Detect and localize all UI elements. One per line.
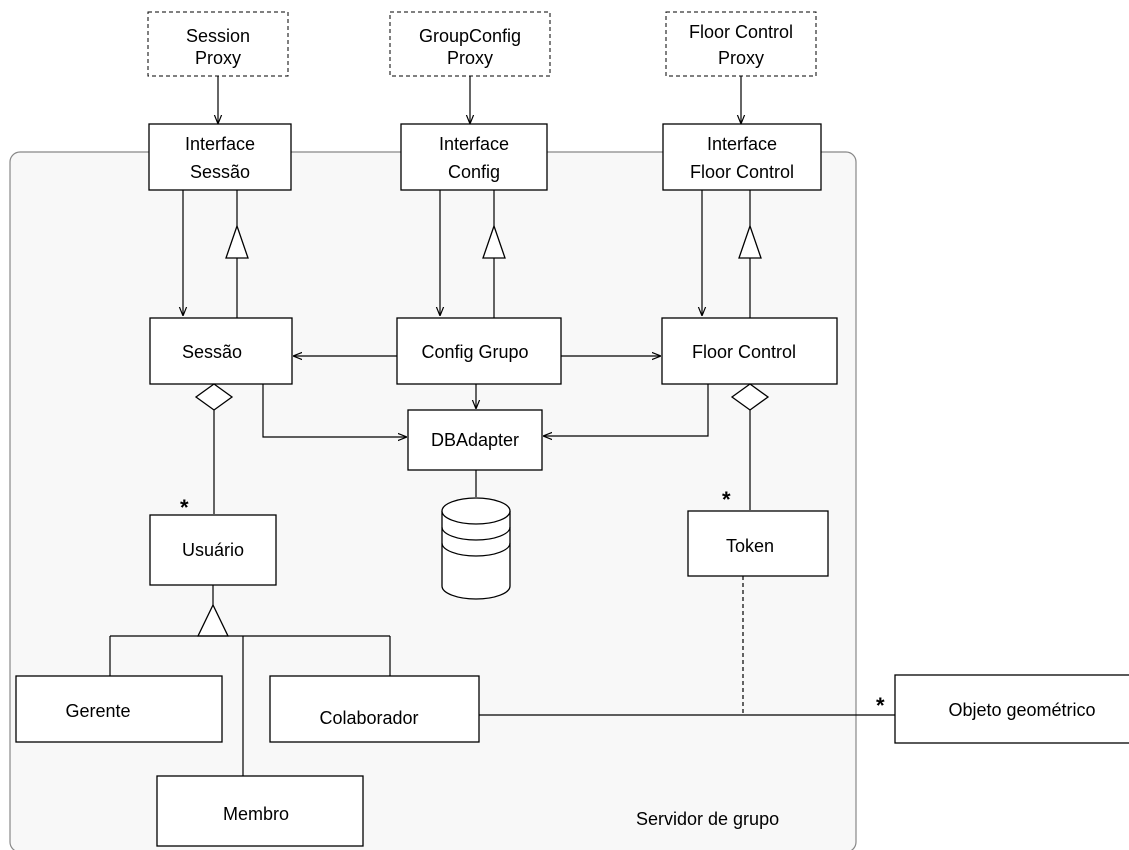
objeto-multiplicity: *	[876, 693, 885, 718]
class-token: Token	[687, 510, 829, 577]
session-proxy-line1: Session	[186, 26, 250, 46]
sessao-interface-links	[183, 190, 249, 318]
class-objeto-geometrico-label: Objeto geométrico	[948, 700, 1095, 720]
class-gerente-label: Gerente	[65, 701, 130, 721]
class-token-label: Token	[726, 536, 774, 556]
class-floor-control-label: Floor Control	[692, 342, 796, 362]
class-objeto-geometrico: Objeto geométrico	[894, 674, 1129, 744]
interface-floorcontrol-line2: Floor Control	[690, 162, 794, 182]
floorcontrol-interface-links	[702, 190, 762, 318]
floorcontrol-proxy: Floor Control Proxy	[665, 11, 817, 77]
class-usuario-label: Usuário	[182, 540, 244, 560]
usuario-multiplicity: *	[180, 495, 189, 520]
interface-config-line2: Config	[448, 162, 500, 182]
interface-floorcontrol: Interface Floor Control	[662, 123, 822, 191]
config-interface-links	[440, 190, 506, 318]
database-icon	[441, 470, 511, 600]
class-dbadapter-label: DBAdapter	[431, 430, 519, 450]
interface-config-line1: Interface	[439, 134, 509, 154]
groupconfig-proxy-line1: GroupConfig	[419, 26, 521, 46]
class-config-grupo-label: Config Grupo	[421, 342, 528, 362]
floorcontrol-to-dbadapter-arrow	[544, 384, 709, 436]
groupconfig-proxy: GroupConfig Proxy	[389, 11, 551, 77]
floorcontrol-proxy-line1: Floor Control	[689, 22, 793, 42]
session-proxy: Session Proxy	[147, 11, 289, 77]
usuario-generalization	[109, 585, 391, 776]
class-sessao-label: Sessão	[182, 342, 242, 362]
interface-floorcontrol-line1: Interface	[707, 134, 777, 154]
sessao-usuario-aggregation	[194, 383, 234, 514]
class-colaborador: Colaborador	[269, 675, 480, 743]
class-sessao: Sessão	[149, 317, 293, 385]
class-config-grupo: Config Grupo	[396, 317, 562, 385]
class-floor-control: Floor Control	[661, 317, 838, 385]
interface-config: Interface Config	[400, 123, 548, 191]
class-colaborador-label: Colaborador	[319, 708, 418, 728]
floorcontrol-proxy-line2: Proxy	[718, 48, 764, 68]
class-usuario: Usuário	[149, 514, 277, 586]
groupconfig-proxy-line2: Proxy	[447, 48, 493, 68]
interface-sessao: Interface Sessão	[148, 123, 292, 191]
class-membro-label: Membro	[223, 804, 289, 824]
region-label: Servidor de grupo	[636, 809, 779, 829]
sessao-to-dbadapter-arrow	[262, 384, 406, 437]
class-dbadapter: DBAdapter	[407, 409, 543, 471]
token-multiplicity: *	[722, 487, 731, 512]
class-gerente: Gerente	[15, 675, 223, 743]
floorcontrol-token-aggregation	[730, 383, 770, 510]
interface-sessao-line2: Sessão	[190, 162, 250, 182]
session-proxy-line2: Proxy	[195, 48, 241, 68]
class-membro: Membro	[156, 775, 364, 847]
interface-sessao-line1: Interface	[185, 134, 255, 154]
